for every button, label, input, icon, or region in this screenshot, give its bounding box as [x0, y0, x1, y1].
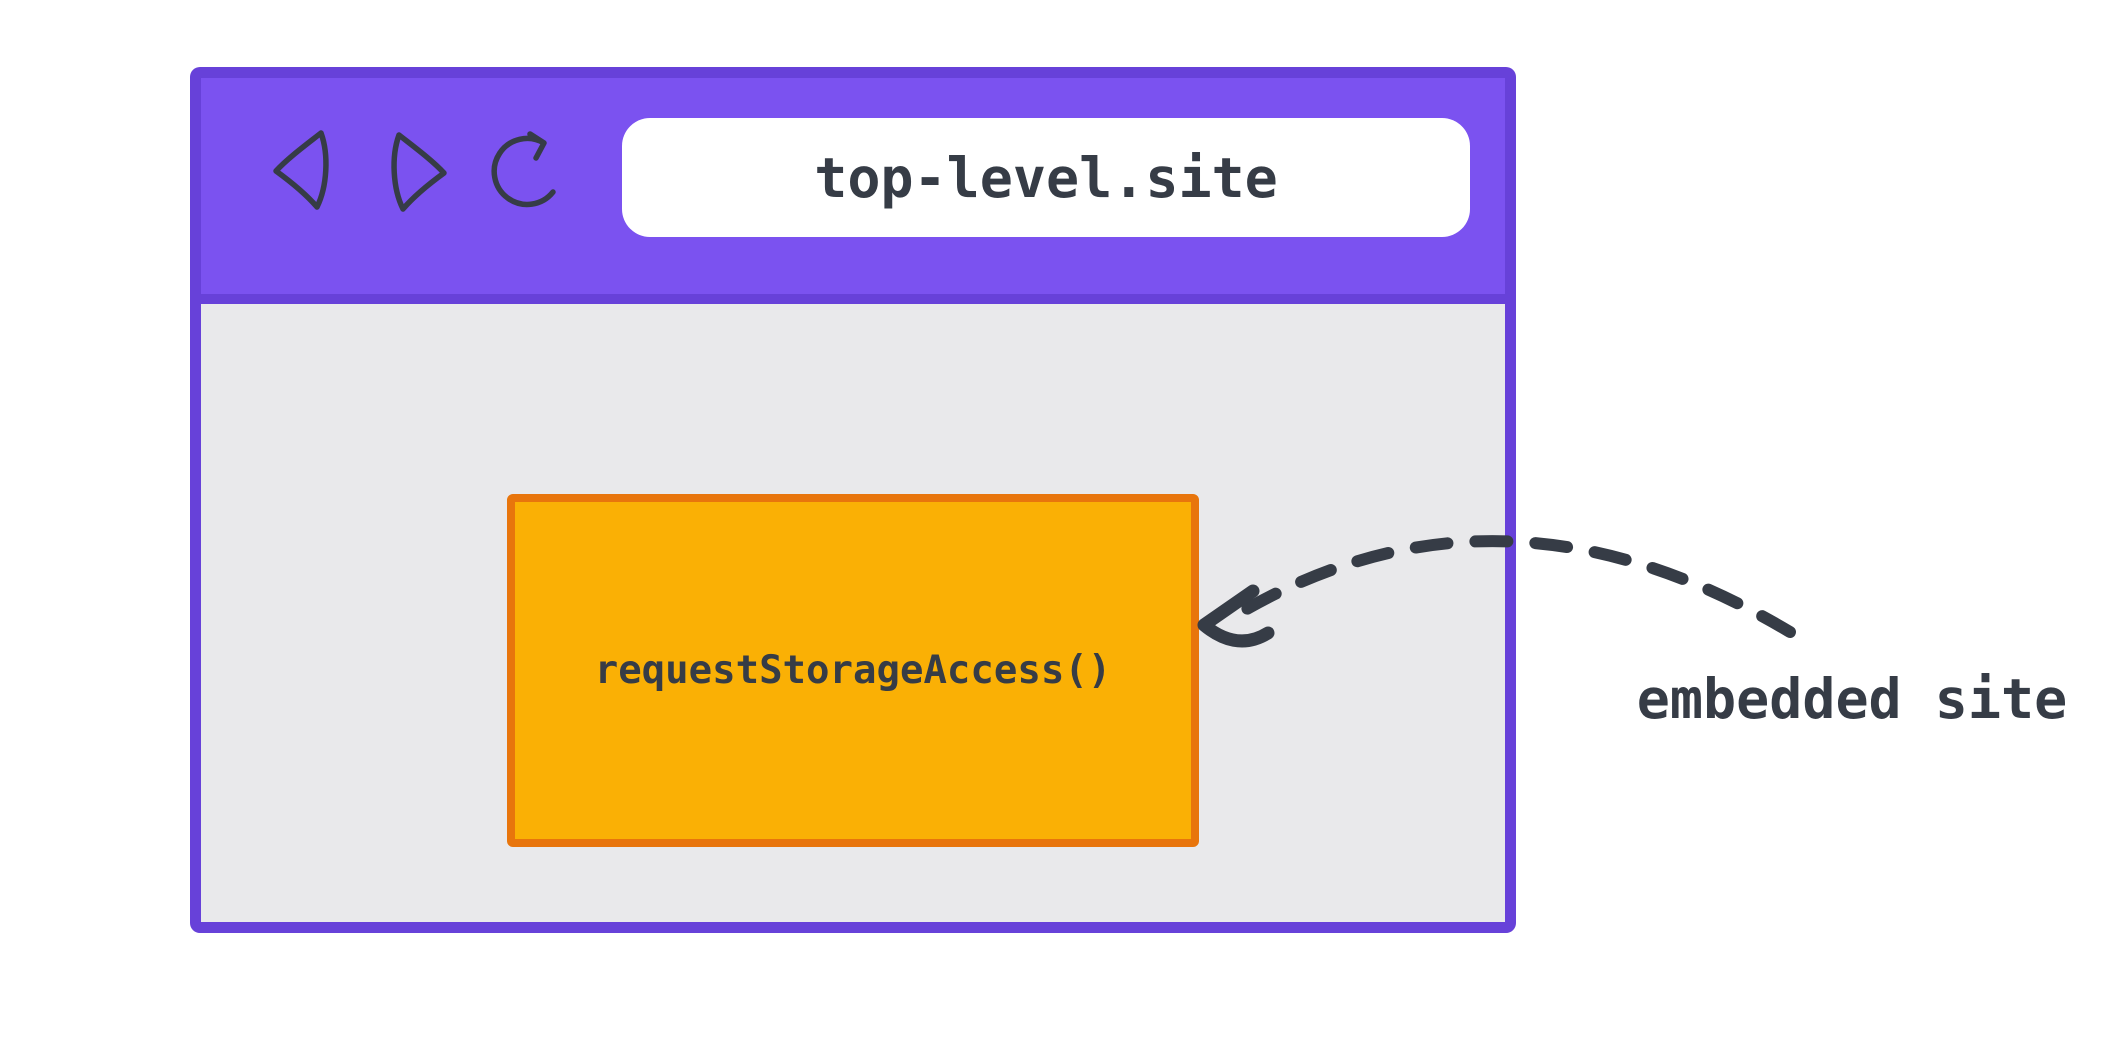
embedded-frame-label: requestStorageAccess() [594, 648, 1112, 693]
address-bar-url: top-level.site [814, 145, 1278, 210]
forward-button[interactable] [387, 129, 449, 215]
back-icon [271, 127, 333, 213]
back-button[interactable] [271, 127, 333, 213]
forward-icon [387, 129, 449, 215]
reload-button[interactable] [485, 130, 575, 216]
address-bar[interactable]: top-level.site [622, 118, 1470, 237]
browser-window: top-level.site requestStorageAccess() [190, 67, 1516, 933]
reload-icon [485, 130, 575, 216]
embedded-frame: requestStorageAccess() [507, 494, 1199, 847]
annotation-label: embedded site [1636, 667, 2068, 731]
browser-content: requestStorageAccess() [201, 304, 1505, 922]
browser-toolbar: top-level.site [201, 78, 1505, 304]
